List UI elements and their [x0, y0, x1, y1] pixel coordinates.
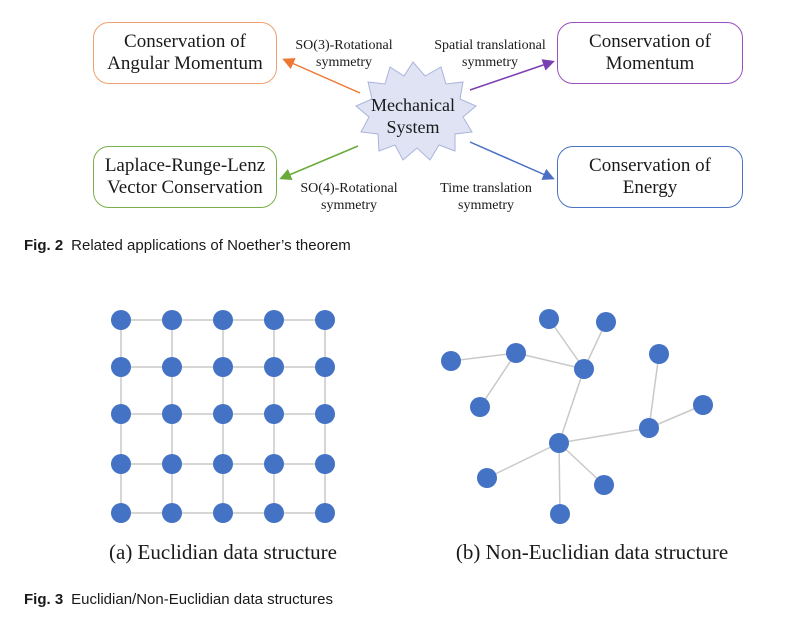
grid-node — [315, 310, 335, 330]
box-angular-momentum-line1: Conservation of — [124, 31, 246, 52]
graph-node — [649, 344, 669, 364]
graph-edge — [558, 442, 561, 515]
figure2-caption-label: Fig. 2 — [24, 237, 64, 254]
edge-label-so4: SO(4)-Rotational symmetry — [288, 180, 410, 214]
grid-node — [162, 310, 182, 330]
edge-label-spatial: Spatial translational symmetry — [420, 37, 560, 71]
graph-node — [441, 351, 461, 371]
grid-node — [162, 357, 182, 377]
figure2-caption: Fig. 2 Related applications of Noether’s … — [24, 237, 351, 254]
edge-label-so3-line2: symmetry — [316, 55, 372, 70]
graph-node — [506, 343, 526, 363]
edge-label-time-line2: symmetry — [458, 198, 514, 213]
box-momentum-line2: Momentum — [605, 53, 695, 74]
edge-label-so4-line2: symmetry — [321, 198, 377, 213]
graph-node — [549, 433, 569, 453]
grid-node — [213, 310, 233, 330]
grid-node — [315, 357, 335, 377]
graph-edge — [450, 352, 517, 362]
edge-time-arrow — [469, 141, 555, 180]
grid-node — [264, 310, 284, 330]
grid-node — [213, 503, 233, 523]
grid-node — [264, 503, 284, 523]
grid-node — [315, 454, 335, 474]
center-label-line1: Mechanical — [371, 95, 455, 115]
edge-label-so4-line1: SO(4)-Rotational — [300, 181, 398, 196]
graph-edge — [558, 442, 605, 486]
edge-spatial-arrow — [469, 59, 555, 91]
box-angular-momentum-line2: Angular Momentum — [107, 53, 263, 74]
graph-edge — [486, 442, 560, 479]
graph-node — [550, 504, 570, 524]
edge-label-spatial-line1: Spatial translational — [434, 38, 546, 53]
graph-edge — [548, 318, 585, 370]
figure2-caption-text: Related applications of Noether’s theore… — [71, 237, 351, 254]
grid-node — [162, 454, 182, 474]
figure3-caption-text: Euclidian/Non-Euclidian data structures — [71, 591, 333, 608]
grid-node — [315, 503, 335, 523]
grid-node — [213, 454, 233, 474]
grid-node — [111, 404, 131, 424]
grid-node — [162, 404, 182, 424]
graph-edge — [648, 353, 660, 429]
grid-node — [264, 357, 284, 377]
grid-node — [162, 503, 182, 523]
graph-node — [594, 475, 614, 495]
grid-node — [315, 404, 335, 424]
grid-node — [213, 404, 233, 424]
graph-node — [596, 312, 616, 332]
grid-node — [213, 357, 233, 377]
grid-node — [111, 357, 131, 377]
edge-label-so3-line1: SO(3)-Rotational — [295, 38, 393, 53]
edge-so3-arrow — [282, 58, 361, 94]
mechanical-system-label: Mechanical System — [360, 94, 466, 138]
box-lrl-line1: Laplace-Runge-Lenz — [104, 155, 266, 176]
grid-node — [264, 454, 284, 474]
box-energy-line2: Energy — [622, 177, 678, 198]
graph-edge — [558, 368, 585, 444]
edge-label-so3: SO(3)-Rotational symmetry — [284, 37, 404, 71]
graph-node — [470, 397, 490, 417]
grid-node — [111, 503, 131, 523]
graph-node — [693, 395, 713, 415]
graph-node — [539, 309, 559, 329]
graph-edge — [479, 352, 517, 408]
grid-node — [264, 404, 284, 424]
box-energy-line1: Conservation of — [589, 155, 711, 176]
subcaption-euclidian: (a) Euclidian data structure — [109, 540, 337, 564]
edge-label-spatial-line2: symmetry — [462, 55, 518, 70]
box-momentum-line1: Conservation of — [589, 31, 711, 52]
figure3-caption-label: Fig. 3 — [24, 591, 64, 608]
edge-so4-arrow — [279, 145, 359, 181]
center-label-line2: System — [386, 117, 440, 137]
graph-node — [574, 359, 594, 379]
subcaption-non-euclidian: (b) Non-Euclidian data structure — [455, 540, 729, 564]
edge-label-time-line1: Time translation — [440, 181, 532, 196]
graph-edge — [515, 352, 585, 370]
graph-edge — [558, 427, 650, 444]
box-lrl-line2: Vector Conservation — [107, 177, 263, 198]
graph-node — [477, 468, 497, 488]
graph-node — [639, 418, 659, 438]
mechanical-system-star — [355, 61, 477, 161]
figure3-caption: Fig. 3 Euclidian/Non-Euclidian data struc… — [24, 591, 333, 608]
grid-node — [111, 310, 131, 330]
grid-node — [111, 454, 131, 474]
edge-label-time: Time translation symmetry — [428, 180, 544, 214]
